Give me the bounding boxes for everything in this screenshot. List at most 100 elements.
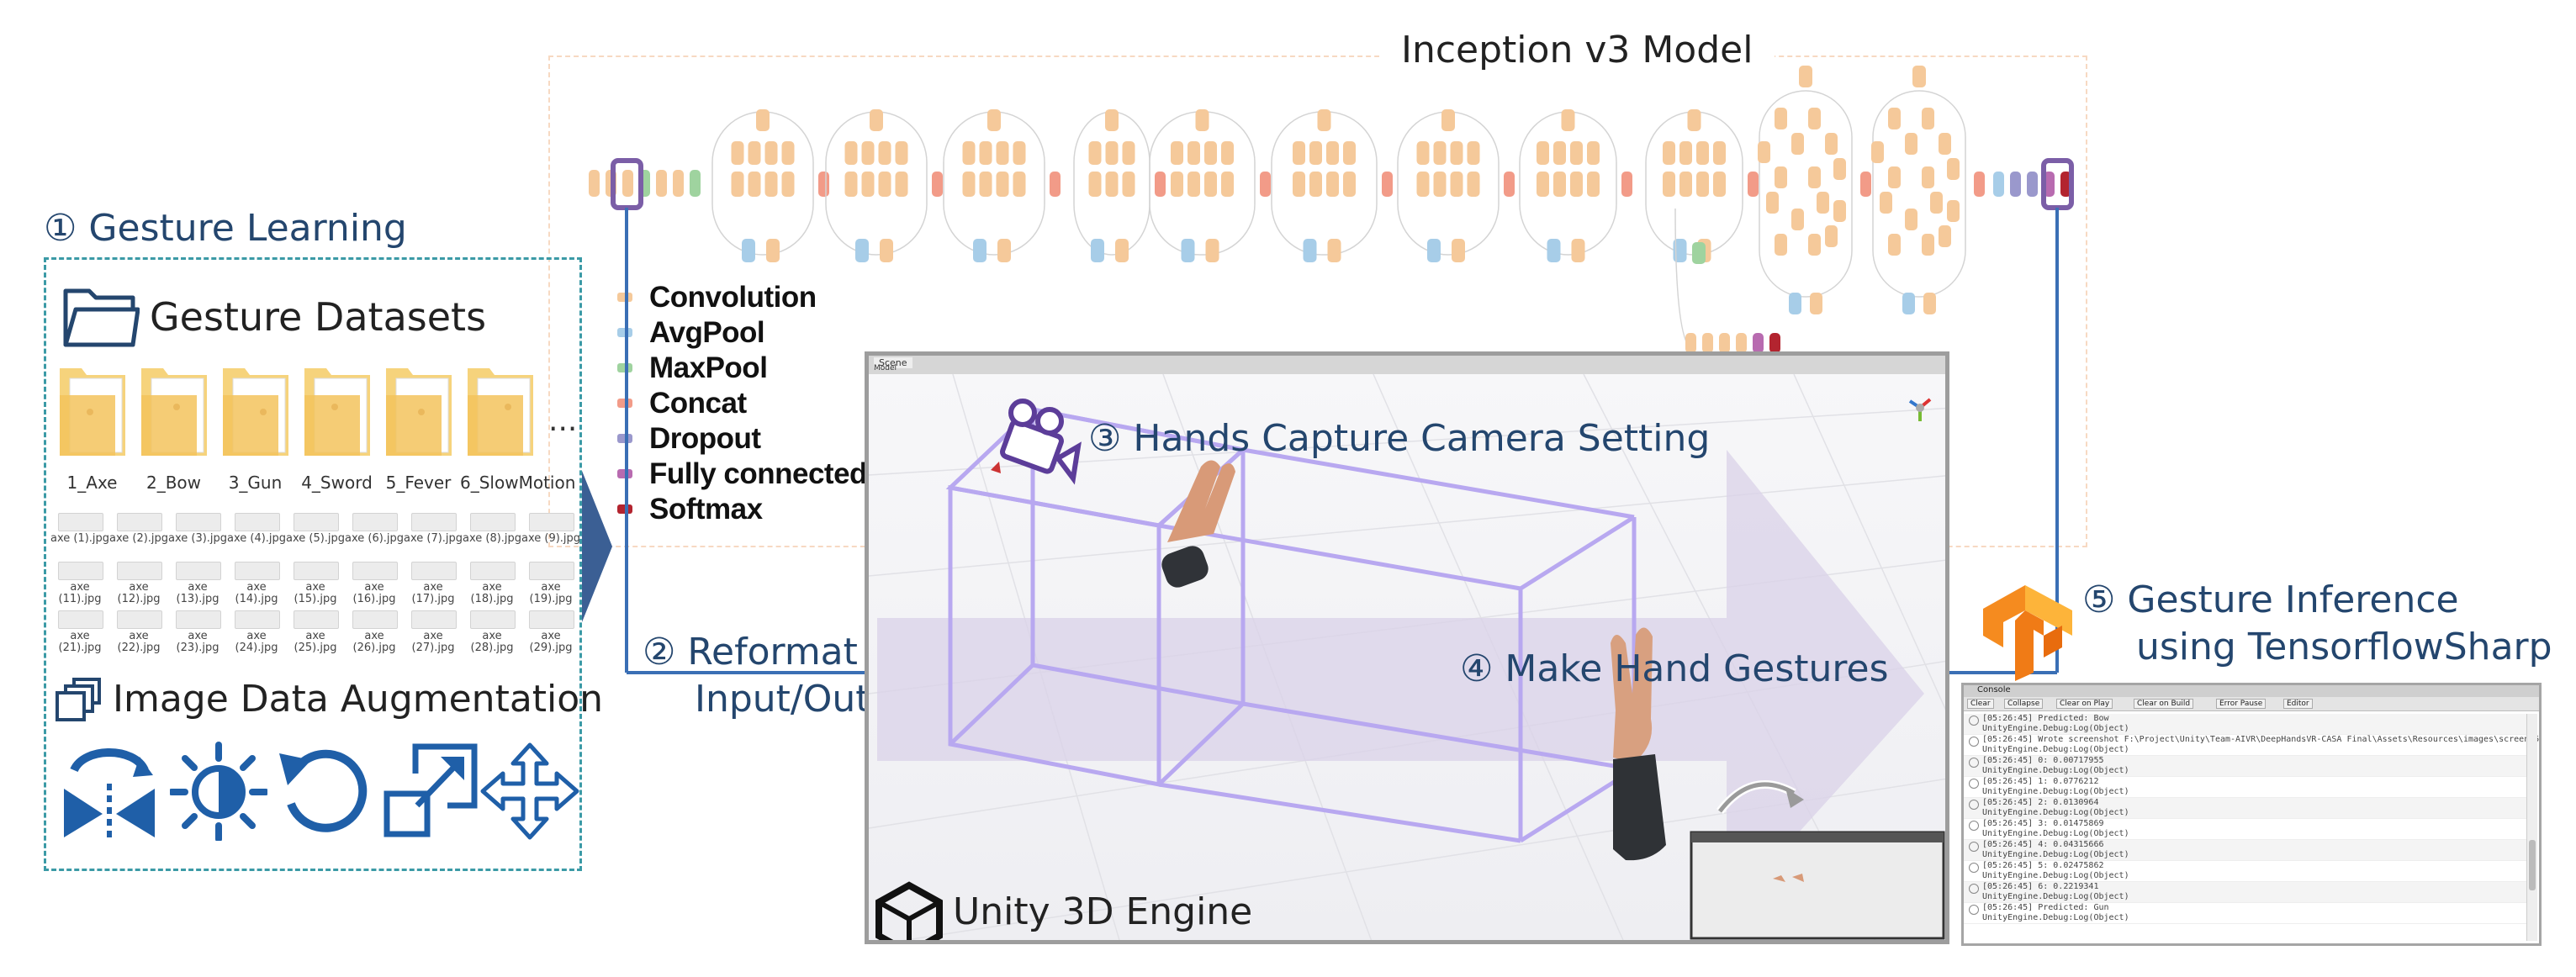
console-button[interactable]: Collapse (2004, 699, 2044, 709)
image-file-name: axe (15).jpg (294, 581, 337, 605)
gesture-folder[interactable]: 2_Bow (134, 362, 214, 504)
inception-avgpool (855, 239, 869, 262)
image-file[interactable]: axe (16).jpg (345, 562, 404, 609)
rotate-icon (279, 749, 368, 832)
image-file[interactable]: axe (29).jpg (521, 610, 580, 657)
unity-engine-label: Unity 3D Engine (953, 890, 1253, 933)
inception-conv (1187, 172, 1200, 197)
inception-maxpool (1692, 242, 1706, 264)
inception-conv-top (756, 109, 770, 131)
image-file[interactable]: axe (14).jpg (227, 562, 286, 609)
step3-title: ③ Hands Capture Camera Setting (1088, 417, 1711, 460)
image-file[interactable]: axe (5).jpg (286, 513, 345, 560)
unity-scene-tab[interactable]: Scene (874, 357, 912, 368)
gesture-folder[interactable]: 6_SlowMotion (460, 362, 576, 504)
gesture-folder[interactable]: 5_Fever (378, 362, 458, 504)
image-file[interactable]: axe (7).jpg (404, 513, 463, 560)
image-file[interactable]: axe (28).jpg (463, 610, 521, 657)
console-log-text: [05:26:45] Wrote screenshot F:\Project\U… (1982, 735, 2539, 754)
inception-conv (1122, 172, 1135, 197)
inception-avgpool (1547, 239, 1561, 262)
image-file[interactable]: axe (12).jpg (109, 562, 168, 609)
legend-label: Concat (649, 387, 747, 420)
console-log-entry[interactable]: [05:26:45] 4: 0.04315666 UnityEngine.Deb… (1964, 840, 2527, 861)
console-button[interactable]: Editor (2283, 699, 2313, 709)
image-file[interactable]: axe (19).jpg (521, 562, 580, 609)
inception-conv-bottom (880, 239, 893, 262)
console-button[interactable]: Error Pause (2216, 699, 2267, 709)
gesture-folder[interactable]: 1_Axe (52, 362, 132, 504)
inception-module-outline (1759, 90, 1853, 298)
console-button[interactable]: Clear on Build (2134, 699, 2194, 709)
image-file-name: axe (26).jpg (352, 630, 396, 654)
info-icon (1969, 758, 1979, 768)
console-log-entry[interactable]: [05:26:45] 0: 0.00717955 UnityEngine.Deb… (1964, 756, 2527, 777)
image-thumbnail (58, 513, 103, 531)
inception-concat (818, 172, 829, 197)
inception-conv (1088, 141, 1102, 165)
image-file[interactable]: axe (27).jpg (404, 610, 463, 657)
legend-label: Convolution (649, 281, 817, 314)
image-file[interactable]: axe (23).jpg (168, 610, 227, 657)
image-file[interactable]: axe (1).jpg (50, 513, 109, 560)
image-file[interactable]: axe (6).jpg (345, 513, 404, 560)
inception-conv (1833, 158, 1846, 180)
inception-conv (1905, 133, 1917, 155)
image-file[interactable]: axe (24).jpg (227, 610, 286, 657)
image-file[interactable]: axe (15).jpg (286, 562, 345, 609)
image-file[interactable]: axe (3).jpg (168, 513, 227, 560)
inception-conv (962, 172, 976, 197)
inception-conv (1833, 200, 1846, 222)
gesture-folder[interactable]: 4_Sword (297, 362, 377, 504)
inception-conv (1696, 172, 1709, 197)
unity-toolbar-mode[interactable]: Model (874, 364, 897, 372)
inception-concat (932, 172, 943, 197)
folder-label: 6_SlowMotion (460, 473, 576, 493)
image-file[interactable]: axe (9).jpg (521, 513, 580, 560)
image-file[interactable]: axe (4).jpg (227, 513, 286, 560)
image-file[interactable]: axe (13).jpg (168, 562, 227, 609)
image-file[interactable]: axe (25).jpg (286, 610, 345, 657)
inception-conv (1766, 192, 1779, 214)
console-log-entry[interactable]: [05:26:45] Predicted: Bow UnityEngine.De… (1964, 714, 2527, 735)
console-log-entry[interactable]: [05:26:45] 5: 0.02475862 UnityEngine.Deb… (1964, 861, 2527, 882)
info-icon (1969, 884, 1979, 894)
gesture-folder[interactable]: 3_Gun (215, 362, 295, 504)
image-file[interactable]: axe (11).jpg (50, 562, 109, 609)
console-button[interactable]: Clear on Play (2056, 699, 2113, 709)
image-file[interactable]: axe (17).jpg (404, 562, 463, 609)
unity-scene-view[interactable]: Scene Model (865, 351, 1949, 944)
inception-conv (1570, 141, 1583, 165)
image-file[interactable]: axe (18).jpg (463, 562, 521, 609)
image-file[interactable]: axe (8).jpg (463, 513, 521, 560)
image-file-name: axe (25).jpg (294, 630, 337, 654)
console-log-entry[interactable]: [05:26:45] Predicted: Gun UnityEngine.De… (1964, 903, 2527, 924)
image-file[interactable]: axe (26).jpg (345, 610, 404, 657)
unity-console-window[interactable]: Console Clear Collapse Clear on Play Clear … (1961, 683, 2542, 946)
inception-avgpool (1789, 293, 1801, 314)
image-file[interactable]: axe (2).jpg (109, 513, 168, 560)
console-scrollbar[interactable] (2526, 714, 2537, 941)
inception-conv (1088, 172, 1102, 197)
console-log-entry[interactable]: [05:26:45] 1: 0.0776212 UnityEngine.Debu… (1964, 777, 2527, 798)
inception-conv (1939, 133, 1951, 155)
console-log-entry[interactable]: [05:26:45] 2: 0.0130964 UnityEngine.Debu… (1964, 798, 2527, 819)
inception-conv (1570, 172, 1583, 197)
image-file-name: axe (24).jpg (235, 630, 278, 654)
more-folders-ellipsis: ... (548, 404, 578, 438)
console-log-entry[interactable]: [05:26:45] 3: 0.01475869 UnityEngine.Deb… (1964, 819, 2527, 840)
image-file[interactable]: axe (21).jpg (50, 610, 109, 657)
image-file[interactable]: axe (22).jpg (109, 610, 168, 657)
console-tab[interactable]: Console (1977, 685, 2011, 694)
console-button[interactable]: Clear (1967, 699, 1994, 709)
camera-preview (1690, 831, 1945, 940)
layers-icon (56, 678, 101, 721)
inception-conv (861, 172, 875, 197)
console-log-entry[interactable]: [05:26:45] Wrote screenshot F:\Project\U… (1964, 735, 2539, 756)
inception-conv-top (1561, 109, 1575, 131)
inception-concat (1860, 172, 1871, 197)
console-log-entry[interactable]: [05:26:45] 6: 0.2219341 UnityEngine.Debu… (1964, 882, 2527, 903)
console-log-text: [05:26:45] 4: 0.04315666 UnityEngine.Deb… (1982, 840, 2129, 859)
image-thumbnail (294, 562, 339, 580)
legend-swatch-concat (617, 399, 632, 408)
